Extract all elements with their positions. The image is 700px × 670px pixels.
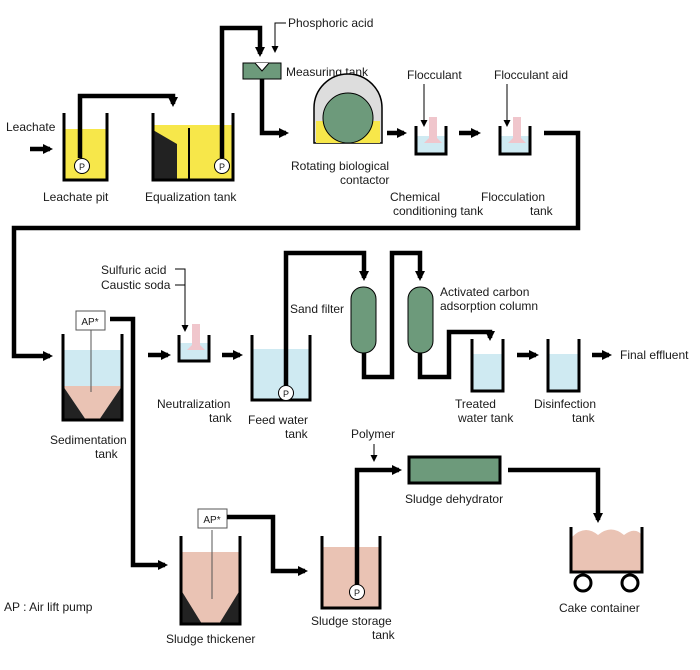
neutralization-mixer [187,324,205,350]
pipe-equalization-to-measuring [219,25,265,158]
polymer-label: Polymer [351,427,395,441]
disinfection-label-line1: Disinfection [534,397,596,411]
sludge-storage-label-line1: Sludge storage [311,614,392,628]
treated-water-label-line2: water tank [457,411,514,425]
pipe-sedimentation-to-thickener [110,316,168,570]
equalization-tank-pump [214,158,230,174]
cake-pile [572,529,641,572]
sedimentation-label-line1: Sedimentation [50,433,127,447]
phosphoric-acid-label: Phosphoric acid [288,16,373,30]
rbc-disc [322,92,374,144]
phosphoric-acid-feed [271,22,286,53]
sedimentation-label-line2: tank [95,447,119,461]
sedimentation-hopper [63,386,122,420]
sedimentation-air-lift-pump [75,310,106,331]
feed-water-label-line1: Feed water [248,413,308,427]
pump-mark: P [283,389,289,399]
pipe-pit-to-equalization [77,93,178,158]
sand-filter [350,286,377,354]
neutralization-tank [177,335,211,363]
pipe-flocculation-to-sedimentation [11,130,581,361]
neutralization-label-line2: tank [209,411,233,425]
neutralization-label-line1: Neutralization [157,397,230,411]
pipe-feed-water-to-sand-filter [283,250,369,386]
rbc-label-line2: contactor [340,173,389,187]
pipe-thickener-to-storage [227,514,308,576]
leachate-pit-label: Leachate pit [43,190,109,204]
final-effluent-label: Final effluent [620,348,689,362]
chemical-conditioning-label-line1: Chemical [390,190,440,204]
ap-badge: AP* [203,515,220,526]
flocculation-tank [498,126,532,156]
measuring-tank-notch [254,62,270,72]
cake-container-wheel-right [620,573,640,593]
pipe-dehydrator-to-cake [508,467,603,523]
pipe-measuring-to-rbc [259,79,289,138]
pipe-sand-filter-to-carbon [361,250,425,380]
sludge-thickener-hopper [181,590,240,624]
flocculation-mixer [508,117,526,143]
sludge-storage-label-line2: tank [372,628,396,642]
sludge-thickener-label: Sludge thickener [166,632,255,646]
sedimentation-sludge [63,386,122,420]
activated-carbon-label-line1: Activated carbon [440,285,529,299]
leachate-label: Leachate [6,120,56,134]
sludge-thickener [179,536,242,626]
disinfection-liquid [548,354,579,391]
pipe-storage-to-dehydrator [354,465,402,585]
leachate-pit-pump [74,158,90,174]
flocculant-label: Flocculant [407,68,462,82]
feed-water-label-line2: tank [285,427,309,441]
chemical-conditioning-tank [414,126,448,156]
equalization-tank-label: Equalization tank [145,190,237,204]
sludge-storage-tank [320,536,382,610]
cake-container-label: Cake container [559,601,640,615]
leachate-pit [62,113,109,182]
cake-container [569,527,644,574]
pump-mark: P [219,162,225,172]
activated-carbon-column [407,286,434,354]
chemical-dosing-line [175,268,189,332]
chemical-conditioning-mixer [424,117,442,143]
legend-air-lift-pump: AP : Air lift pump [4,600,93,614]
sedimentation-liquid [63,350,122,386]
equalization-baffle [153,130,177,180]
flocculation-label-line1: Flocculation [481,190,545,204]
activated-carbon-label-line2: adsorption column [440,299,538,313]
flocculant-aid-label: Flocculant aid [494,68,568,82]
sludge-dehydrator-label: Sludge dehydrator [405,492,503,506]
sludge-storage-sludge [322,547,380,608]
sand-filter-label: Sand filter [290,302,344,316]
pipe-carbon-to-treated-water [417,329,495,380]
disinfection-label-line2: tank [572,411,596,425]
caustic-soda-label: Caustic soda [101,278,171,292]
sulfuric-acid-label: Sulfuric acid [101,263,166,277]
rbc-label-line1: Rotating biological [291,159,389,173]
cake-container-wheel-left [573,573,593,593]
ap-badge: AP* [81,317,98,328]
treated-water-label-line1: Treated [455,397,496,411]
pump-mark: P [354,588,360,598]
treated-water-tank [470,339,505,393]
treated-water-liquid [472,354,503,391]
flocculation-label-line2: tank [530,204,554,218]
equalization-tank [151,113,235,182]
sludge-dehydrator [407,455,502,485]
pump-mark: P [79,162,85,172]
feed-water-tank [250,335,312,402]
chemical-conditioning-label-line2: conditioning tank [393,204,484,218]
disinfection-tank [546,339,581,393]
sedimentation-tank [61,334,124,422]
